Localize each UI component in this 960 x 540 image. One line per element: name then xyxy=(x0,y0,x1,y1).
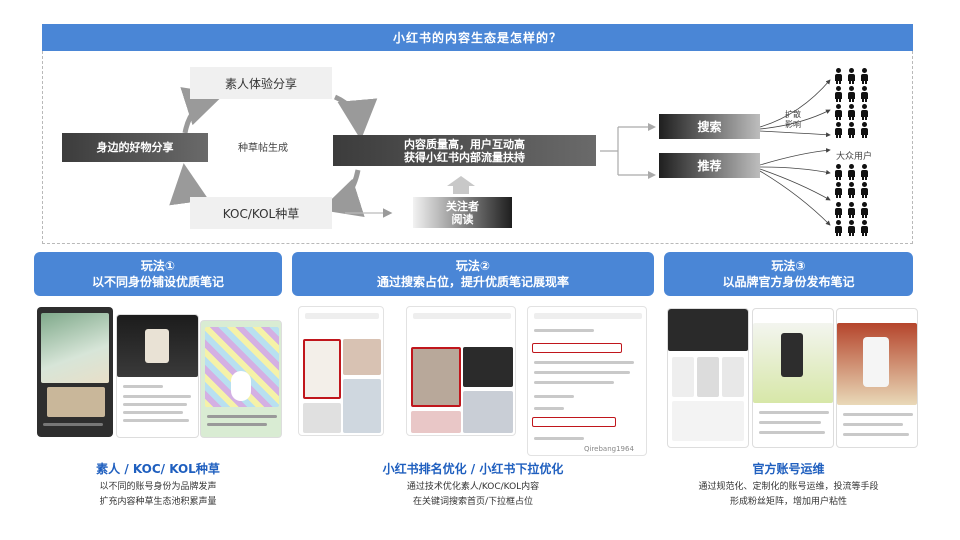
play-2-title: 玩法② xyxy=(455,259,491,273)
quality-line-1: 内容质量高，用户互动高 xyxy=(404,137,525,151)
person-icon xyxy=(848,122,855,138)
spread-line-2: 影响 xyxy=(785,120,801,129)
quality-box: 内容质量高，用户互动高 获得小红书内部流量扶持 xyxy=(333,135,596,166)
play-3-caption: 官方账号运维 通过规范化、定制化的账号运维，投流等手段 形成粉丝矩阵，增加用户粘… xyxy=(664,460,913,510)
person-icon xyxy=(861,164,868,180)
person-icon xyxy=(835,86,842,102)
play-3-header: 玩法③ 以品牌官方身份发布笔记 xyxy=(664,252,913,296)
play-2-caption-line-1: 通过技术优化素人/KOC/KOL内容 xyxy=(406,482,540,492)
play-2-caption-title: 小红书排名优化 / 小红书下拉优化 xyxy=(382,462,564,476)
play-2-caption: 小红书排名优化 / 小红书下拉优化 通过技术优化素人/KOC/KOL内容 在关键… xyxy=(292,460,654,510)
person-icon xyxy=(861,202,868,218)
note-screenshot-2 xyxy=(116,314,199,438)
person-icon xyxy=(835,220,842,236)
spread-label: 扩散 影响 xyxy=(785,110,801,130)
person-icon xyxy=(835,182,842,198)
followers-line-1: 关注者 xyxy=(446,199,479,213)
spread-line-1: 扩散 xyxy=(785,110,801,119)
person-icon xyxy=(861,220,868,236)
note-screenshot-3 xyxy=(200,320,282,438)
up-arrow-stem xyxy=(453,186,469,194)
play-3-caption-line-1: 通过规范化、定制化的账号运维，投流等手段 xyxy=(698,482,879,492)
play-1-caption-line-1: 以不同的账号身份为品牌发声 xyxy=(99,482,217,492)
recommend-box: 推荐 xyxy=(659,153,760,178)
person-icon xyxy=(848,104,855,120)
person-icon xyxy=(848,86,855,102)
page-title: 小红书的内容生态是怎样的？ xyxy=(42,24,913,51)
person-icon xyxy=(848,220,855,236)
play-1-caption: 素人 / KOC/ KOL种草 以不同的账号身份为品牌发声 扩充内容种草生态池积… xyxy=(34,460,282,510)
play-3-caption-line-2: 形成粉丝矩阵，增加用户粘性 xyxy=(729,497,847,507)
up-arrow-icon xyxy=(447,176,475,186)
ecosystem-connectors xyxy=(169,79,831,226)
person-icon xyxy=(861,86,868,102)
amateur-share-box: 素人体验分享 xyxy=(190,67,332,99)
followers-box: 关注者 阅读 xyxy=(413,197,512,228)
person-icon xyxy=(848,202,855,218)
person-icon xyxy=(835,164,842,180)
koc-kol-box: KOC/KOL种草 xyxy=(190,197,332,229)
search-screenshot-1 xyxy=(298,306,384,436)
official-screenshot-3 xyxy=(836,308,918,448)
person-icon xyxy=(848,164,855,180)
play-2-header: 玩法② 通过搜索占位，提升优质笔记展现率 xyxy=(292,252,654,296)
official-screenshot-2 xyxy=(752,308,834,448)
official-screenshot-1 xyxy=(667,308,749,448)
quality-line-2: 获得小红书内部流量扶持 xyxy=(404,150,525,164)
search-screenshot-3: Qirebang1964 xyxy=(527,306,647,456)
good-stuff-box: 身边的好物分享 xyxy=(62,133,208,162)
play-2-subtitle: 通过搜索占位，提升优质笔记展现率 xyxy=(376,275,569,289)
person-icon xyxy=(861,122,868,138)
play-1-header: 玩法① 以不同身份铺设优质笔记 xyxy=(34,252,282,296)
person-icon xyxy=(835,202,842,218)
play-2-caption-line-2: 在关键词搜索首页/下拉框占位 xyxy=(412,497,534,507)
play-3-caption-title: 官方账号运维 xyxy=(752,462,825,476)
play-3-subtitle: 以品牌官方身份发布笔记 xyxy=(722,275,855,289)
person-icon xyxy=(835,68,842,84)
person-icon xyxy=(861,182,868,198)
person-icon xyxy=(835,104,842,120)
play-1-caption-title: 素人 / KOC/ KOL种草 xyxy=(96,462,220,476)
grass-generate-label: 种草帖生成 xyxy=(238,143,288,154)
screenshot-watermark: Qirebang1964 xyxy=(584,445,634,453)
search-screenshot-2 xyxy=(406,306,516,436)
mass-users-icon-grid xyxy=(835,68,875,240)
play-3-title: 玩法③ xyxy=(771,259,806,273)
mass-users-label: 大众用户 xyxy=(836,149,873,162)
person-icon xyxy=(848,182,855,198)
play-1-subtitle: 以不同身份铺设优质笔记 xyxy=(91,275,224,289)
ecosystem-panel xyxy=(42,51,913,244)
person-icon xyxy=(861,68,868,84)
note-screenshot-1 xyxy=(37,307,113,437)
play-1-caption-line-2: 扩充内容种草生态池积累声量 xyxy=(99,497,217,507)
person-icon xyxy=(848,68,855,84)
play-1-title: 玩法① xyxy=(140,259,176,273)
person-icon xyxy=(835,122,842,138)
person-icon xyxy=(861,104,868,120)
search-box: 搜索 xyxy=(659,114,760,139)
followers-line-2: 阅读 xyxy=(451,212,474,226)
